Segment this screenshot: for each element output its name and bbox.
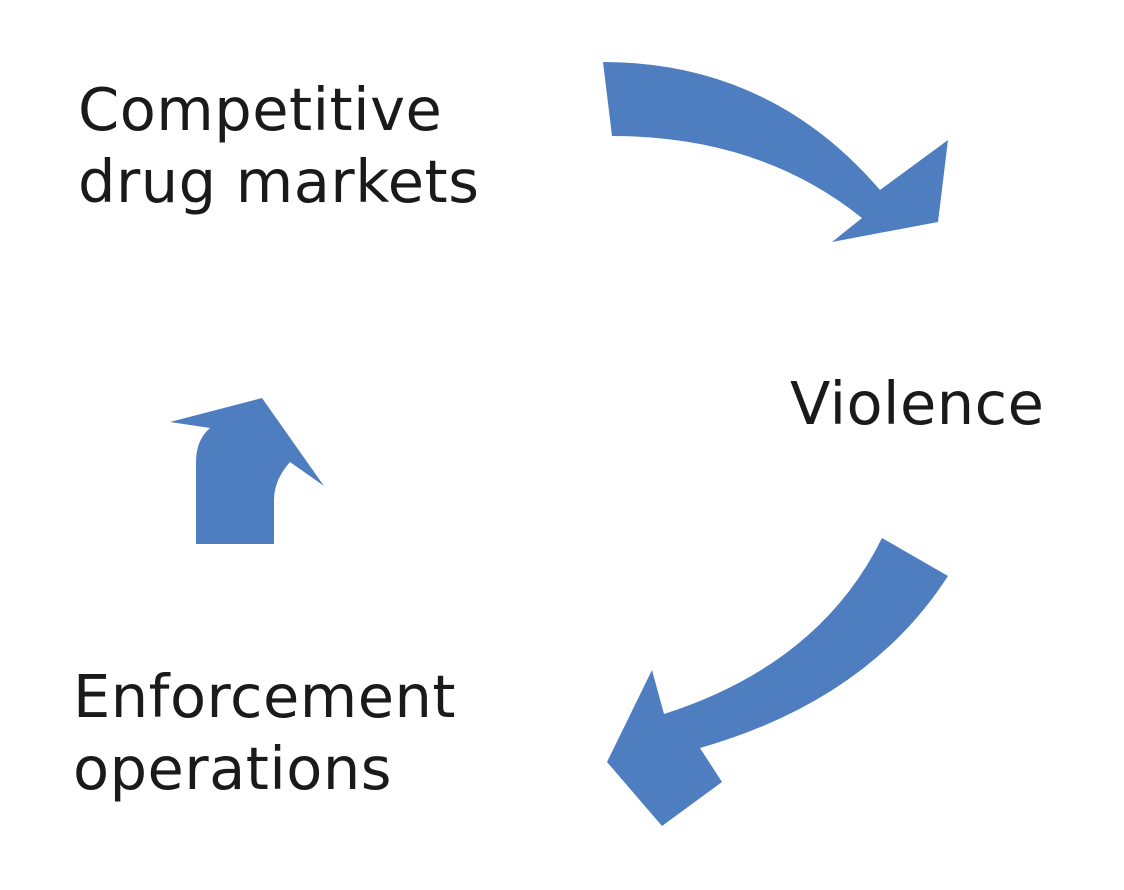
node-competitive-drug-markets: Competitive drug markets [78,74,479,218]
node-competitive-line2: drug markets [78,147,480,216]
node-competitive-line1: Competitive [78,75,443,144]
arrow-enforcement-to-markets [170,398,324,544]
arrow-violence-to-enforcement [607,538,948,826]
arrow-markets-to-violence [603,62,948,242]
node-enforcement-line1: Enforcement [73,662,457,731]
node-violence: Violence [790,368,1044,440]
node-violence-line1: Violence [790,369,1045,438]
node-enforcement-operations: Enforcement operations [73,661,456,805]
node-enforcement-line2: operations [73,734,393,803]
